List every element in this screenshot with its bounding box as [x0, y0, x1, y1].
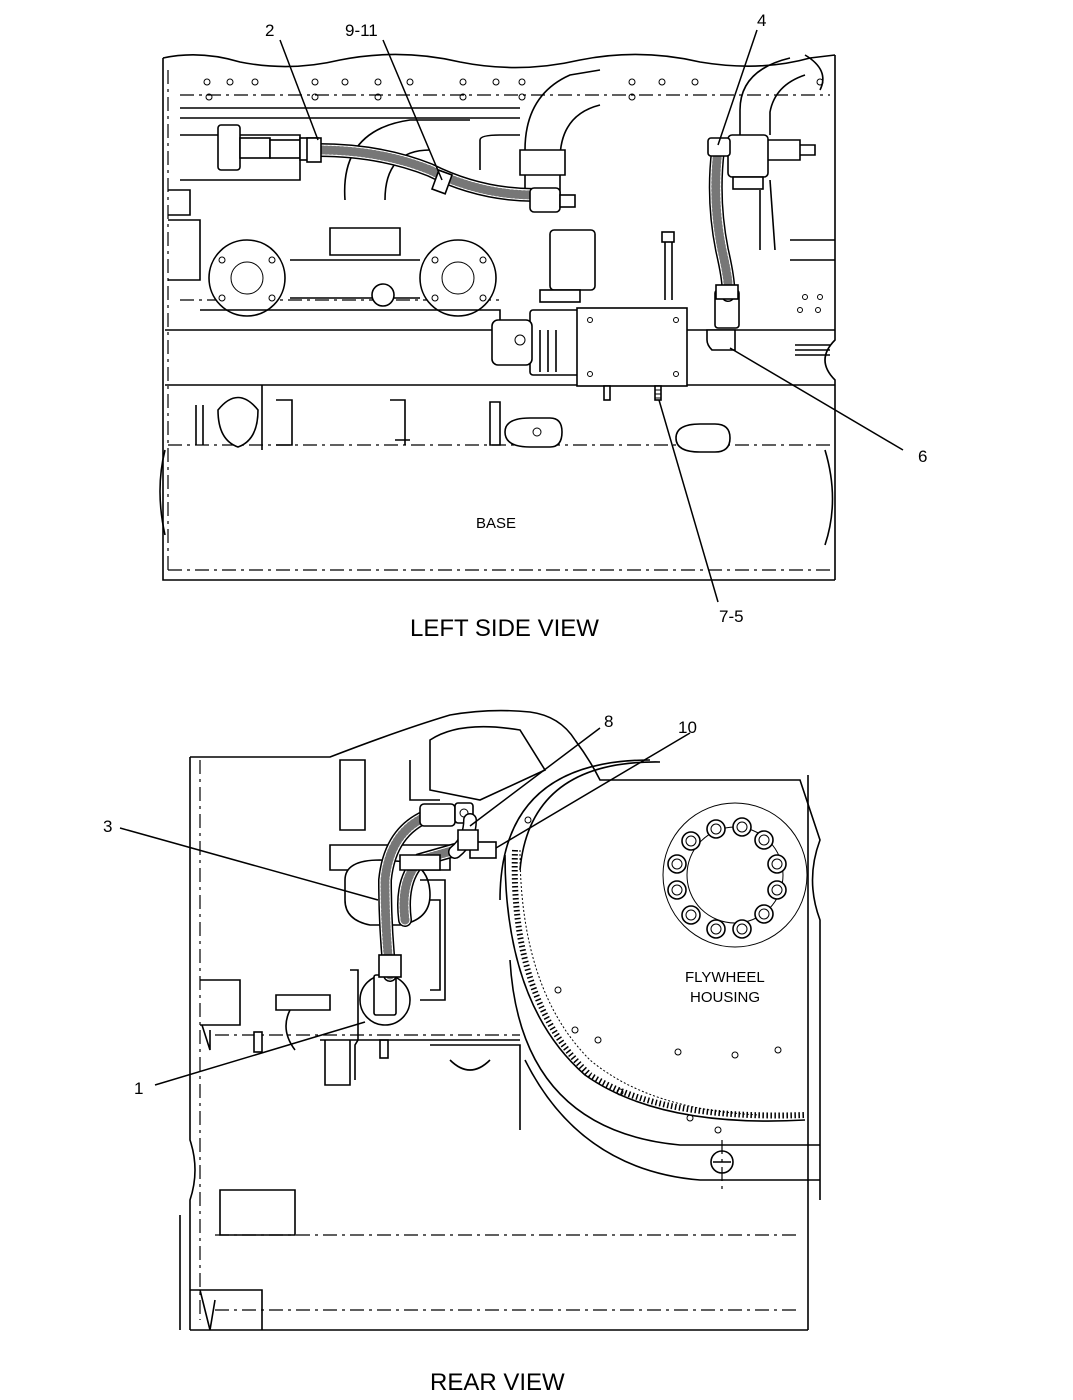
left-side-view-title: LEFT SIDE VIEW [410, 615, 599, 642]
callout-7-5: 7-5 [719, 607, 744, 626]
valve-assembly [491, 229, 596, 376]
rear-view [179, 709, 821, 1331]
flywheel-housing-label-line1: FLYWHEEL [685, 969, 765, 986]
hose-3 [377, 802, 474, 982]
flywheel-housing-label-line2: HOUSING [690, 989, 760, 1006]
lower-left-brackets [179, 979, 521, 1331]
callout-8: 8 [604, 712, 613, 731]
flywheel-housing [499, 739, 821, 1200]
bolt-row [203, 78, 824, 101]
callout-6: 6 [918, 447, 927, 466]
base-features [159, 385, 834, 546]
junction-box [576, 307, 688, 401]
callout-2: 2 [265, 21, 274, 40]
left-view-leaders [279, 29, 904, 603]
ring-gear-teeth [511, 849, 806, 1119]
right-elbow-pipe [727, 54, 824, 251]
hose-secondary [397, 813, 497, 927]
callout-9-11: 9-11 [345, 21, 378, 40]
center-elbow-pipe [479, 69, 601, 200]
rear-view-title: REAR VIEW [430, 1369, 565, 1396]
callout-4: 4 [757, 11, 766, 30]
left-side-view [159, 53, 836, 581]
base-label: BASE [476, 515, 516, 532]
callout-3: 3 [103, 817, 112, 836]
rear-view-leaders [119, 727, 691, 1086]
callout-10: 10 [678, 718, 697, 737]
hose-4 [707, 137, 739, 302]
left-hose-fitting [217, 124, 319, 171]
callout-1: 1 [134, 1079, 143, 1098]
hose-2 [306, 137, 576, 213]
filter-canister [320, 969, 520, 1086]
